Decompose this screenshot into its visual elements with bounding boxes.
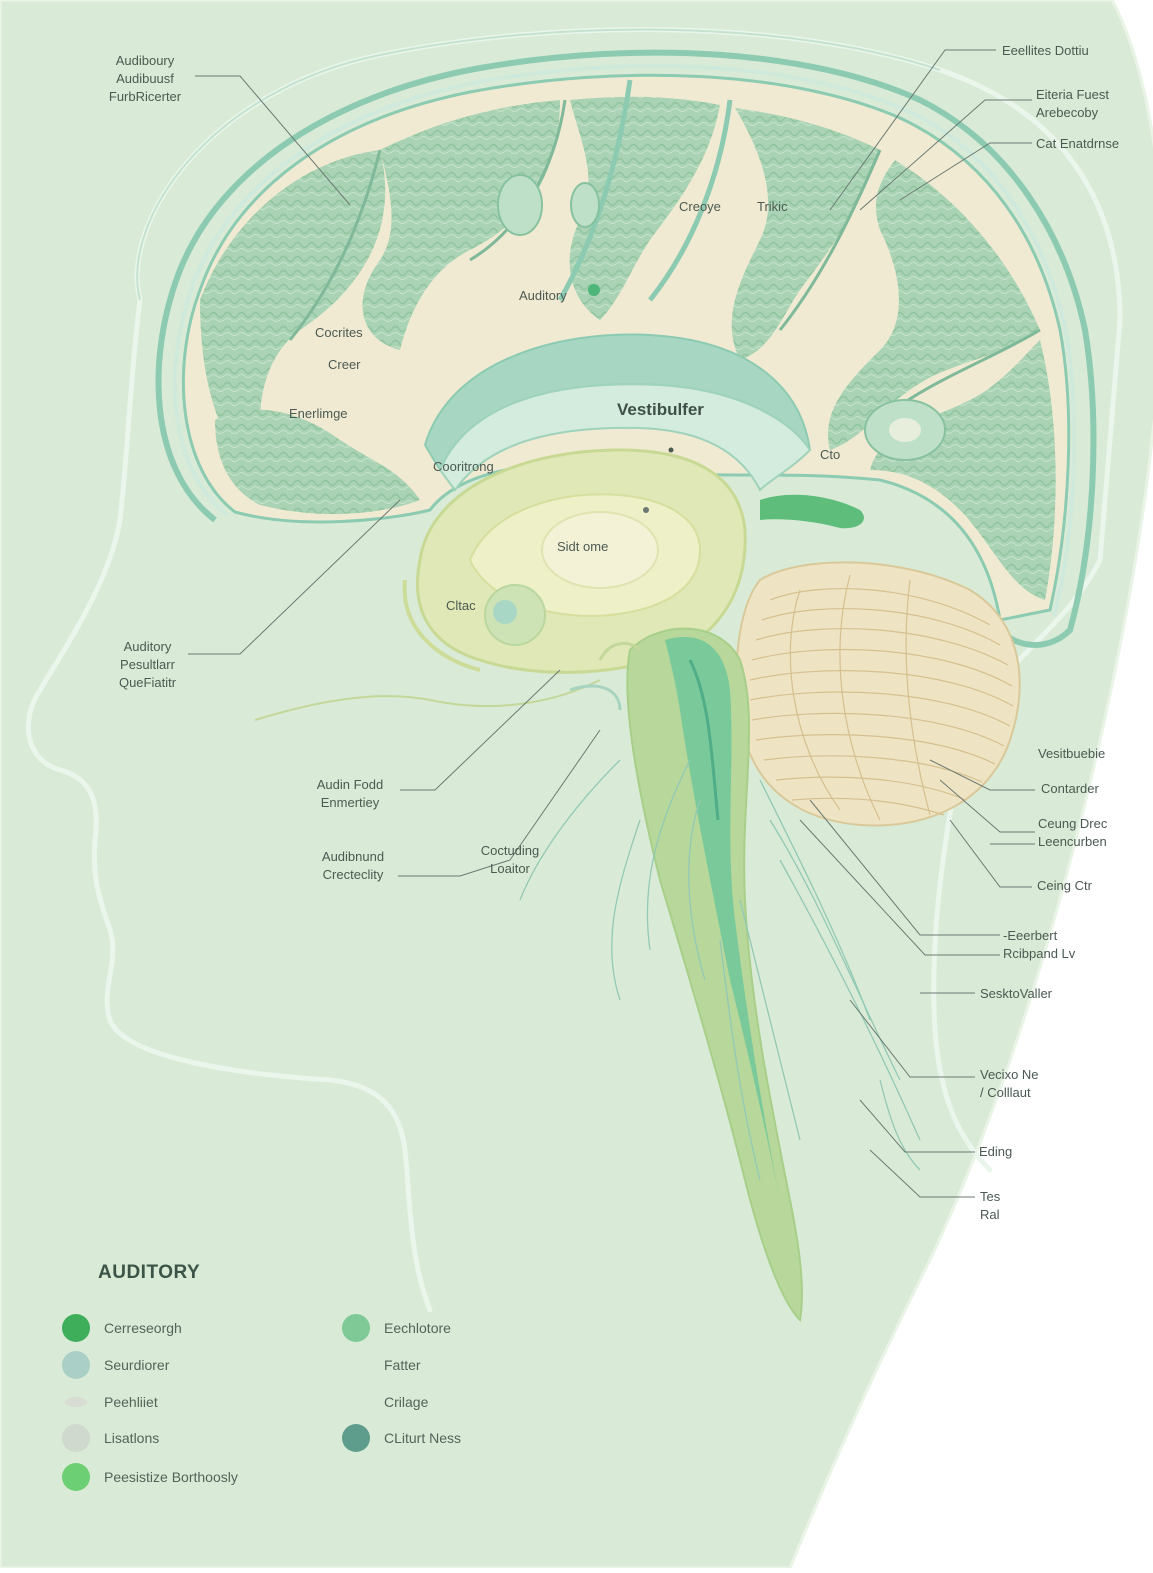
legend-item: Eechlotore [342, 1314, 451, 1342]
legend-swatch [62, 1463, 90, 1491]
legend-label: Seurdiorer [104, 1357, 169, 1373]
legend-label: Peehliiet [104, 1394, 158, 1410]
label-trikic: Trikic [757, 198, 788, 216]
label-right-2: Eiteria Fuest Arebecoby [1036, 86, 1109, 122]
legend-label: Cerreseorgh [104, 1320, 182, 1336]
label-right-5: Contarder [1041, 780, 1099, 798]
label-coctuding: Coctuding Loaitor [460, 842, 560, 878]
legend-swatch [342, 1424, 370, 1452]
label-right-7: Ceing Ctr [1037, 877, 1092, 895]
label-creer: Creer [328, 356, 361, 374]
legend-item: Peesistize Borthoosly [62, 1463, 238, 1491]
label-right-10: Vecixo Ne / Colllaut [980, 1066, 1039, 1102]
label-right-9: SesktoValler [980, 985, 1052, 1003]
label-audin-food: Audin Fodd Enmertiey [300, 776, 400, 812]
label-right-1: Eeellites Dottiu [1002, 42, 1089, 60]
label-vestibulfer: Vestibulfer [617, 401, 704, 419]
label-right-12: Tes Ral [980, 1188, 1000, 1224]
label-right-3: Cat Enatdrnse [1036, 135, 1119, 153]
legend-swatch [62, 1351, 90, 1379]
legend-label: Fatter [384, 1357, 421, 1373]
legend-item: Cerreseorgh [62, 1314, 182, 1342]
label-cooritrong: Cooritrong [433, 458, 494, 476]
legend-label: Crilage [384, 1394, 428, 1410]
legend-title: AUDITORY [98, 1262, 200, 1284]
legend-label: Eechlotore [384, 1320, 451, 1336]
legend-label: Lisatlons [104, 1430, 159, 1446]
legend-item: Crilage [342, 1388, 428, 1416]
legend-item: Peehliiet [62, 1388, 158, 1416]
legend-label: CLiturt Ness [384, 1430, 461, 1446]
auditory-marker [588, 284, 600, 296]
label-creoye: Creoye [679, 198, 721, 216]
label-sidt-ome: Sidt ome [557, 538, 608, 556]
legend-swatch [342, 1388, 370, 1416]
legend-label: Peesistize Borthoosly [104, 1469, 238, 1485]
cerebellum [737, 562, 1020, 825]
label-audinund: Audibnund Crecteclity [300, 848, 406, 884]
label-enerlimge: Enerlimge [289, 405, 348, 423]
label-right-6: Ceung Drec Leencurben [1038, 815, 1107, 851]
label-cocrites: Cocrites [315, 324, 363, 342]
label-cltac: Cltac [446, 597, 476, 615]
label-right-4: Vesitbuebie [1038, 745, 1105, 763]
legend-swatch [342, 1314, 370, 1342]
legend-item: CLiturt Ness [342, 1424, 461, 1452]
label-auditory-mid: Auditory [519, 287, 567, 305]
label-right-11: Eding [979, 1143, 1012, 1161]
legend-swatch [342, 1351, 370, 1379]
legend-swatch [65, 1397, 87, 1407]
label-left-top: Audiboury Audibuusf FurbRicerter [95, 52, 195, 106]
label-cto: Cto [820, 446, 840, 464]
legend-item: Seurdiorer [62, 1351, 169, 1379]
label-right-8: -Eeerbert Rcibpand Lv [1003, 927, 1075, 963]
legend-item: Lisatlons [62, 1424, 159, 1452]
label-left-mid: Auditory Pesultlarr QueFiatitr [100, 638, 195, 692]
legend-swatch [62, 1314, 90, 1342]
legend-item: Fatter [342, 1351, 421, 1379]
legend-swatch [62, 1424, 90, 1452]
